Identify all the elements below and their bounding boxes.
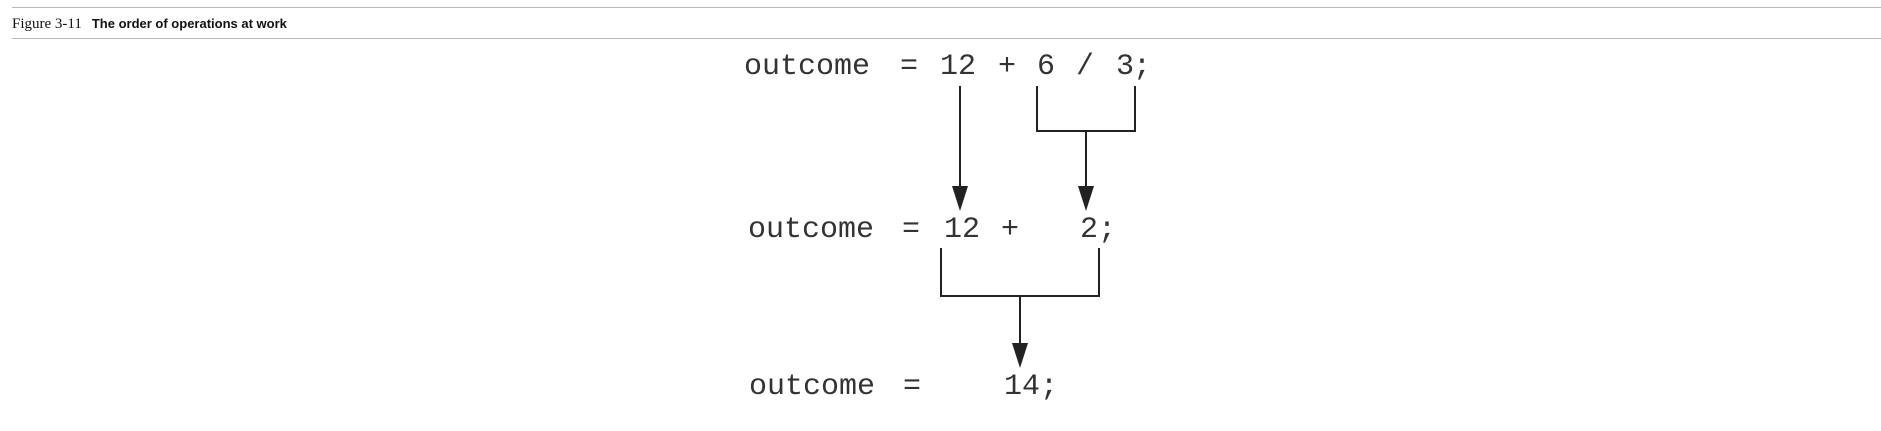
figure-title: The order of operations at work xyxy=(91,16,287,31)
top-rule xyxy=(12,7,1881,8)
step3-terminator: ; xyxy=(1040,370,1059,404)
addition-bracket xyxy=(940,248,1100,297)
step2-equals: = xyxy=(902,213,921,247)
step1-plus-operator: + xyxy=(998,50,1017,84)
addition-result-arrowhead xyxy=(1012,343,1028,368)
step2-term-a: 12 xyxy=(944,213,981,247)
step1-term-a: 12 xyxy=(940,50,977,84)
step3-equals: = xyxy=(903,370,922,404)
step1-term-c: 3 xyxy=(1116,50,1135,84)
step2-plus-operator: + xyxy=(1001,213,1020,247)
figure-number: Figure 3-11 xyxy=(12,16,82,32)
step1-equals: = xyxy=(900,50,919,84)
step3-lhs: outcome xyxy=(749,370,876,404)
step1-divide-operator: / xyxy=(1076,50,1095,84)
step2-term-b: 2 xyxy=(1080,213,1099,247)
division-bracket xyxy=(1036,86,1136,132)
step1-term-b: 6 xyxy=(1037,50,1056,84)
bottom-rule xyxy=(12,38,1881,39)
step1-terminator: ; xyxy=(1133,50,1152,84)
figure-caption: Figure 3-11 The order of operations at wo… xyxy=(12,15,287,33)
division-result-arrowhead xyxy=(1078,186,1094,211)
step3-result: 14 xyxy=(1004,370,1041,404)
step2-lhs: outcome xyxy=(748,213,875,247)
step1-lhs: outcome xyxy=(744,50,871,84)
step2-terminator: ; xyxy=(1098,213,1117,247)
carry-12-arrowhead xyxy=(952,186,968,211)
